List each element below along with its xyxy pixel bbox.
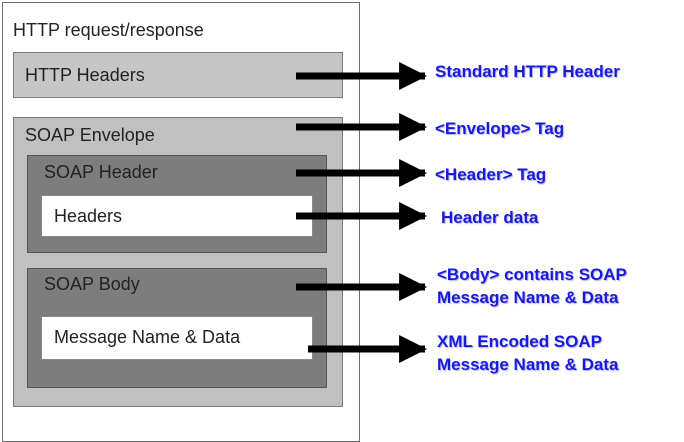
annotation-body-line1: <Body> contains SOAP: [437, 265, 627, 284]
arrows-layer: [296, 62, 428, 363]
http-request-response-label: HTTP request/response: [13, 20, 204, 40]
annotation-xml-line2: Message Name & Data: [437, 355, 619, 374]
annotation-xml-line1: XML Encoded SOAP: [437, 332, 602, 351]
headers-label: Headers: [54, 206, 123, 226]
soap-envelope-label: SOAP Envelope: [25, 125, 155, 145]
http-headers-label: HTTP Headers: [25, 65, 145, 85]
annotation-body-line2: Message Name & Data: [437, 288, 619, 307]
message-name-data-box: [41, 316, 313, 360]
headers-box: [41, 195, 313, 237]
annotation-standard-http-header: Standard HTTP Header: [435, 62, 620, 81]
soap-body-label: SOAP Body: [44, 274, 140, 294]
message-name-data-label: Message Name & Data: [54, 327, 241, 347]
soap-header-label: SOAP Header: [44, 162, 158, 182]
annotation-header-tag: <Header> Tag: [435, 165, 547, 184]
annotation-xml-encoded: XML Encoded SOAP Message Name & Data: [437, 330, 618, 376]
annotation-envelope-tag: <Envelope> Tag: [435, 119, 565, 138]
annotation-body-contains: <Body> contains SOAP Message Name & Data: [437, 263, 627, 309]
http-headers-box: [13, 52, 343, 98]
annotation-header-data: Header data: [441, 208, 539, 227]
